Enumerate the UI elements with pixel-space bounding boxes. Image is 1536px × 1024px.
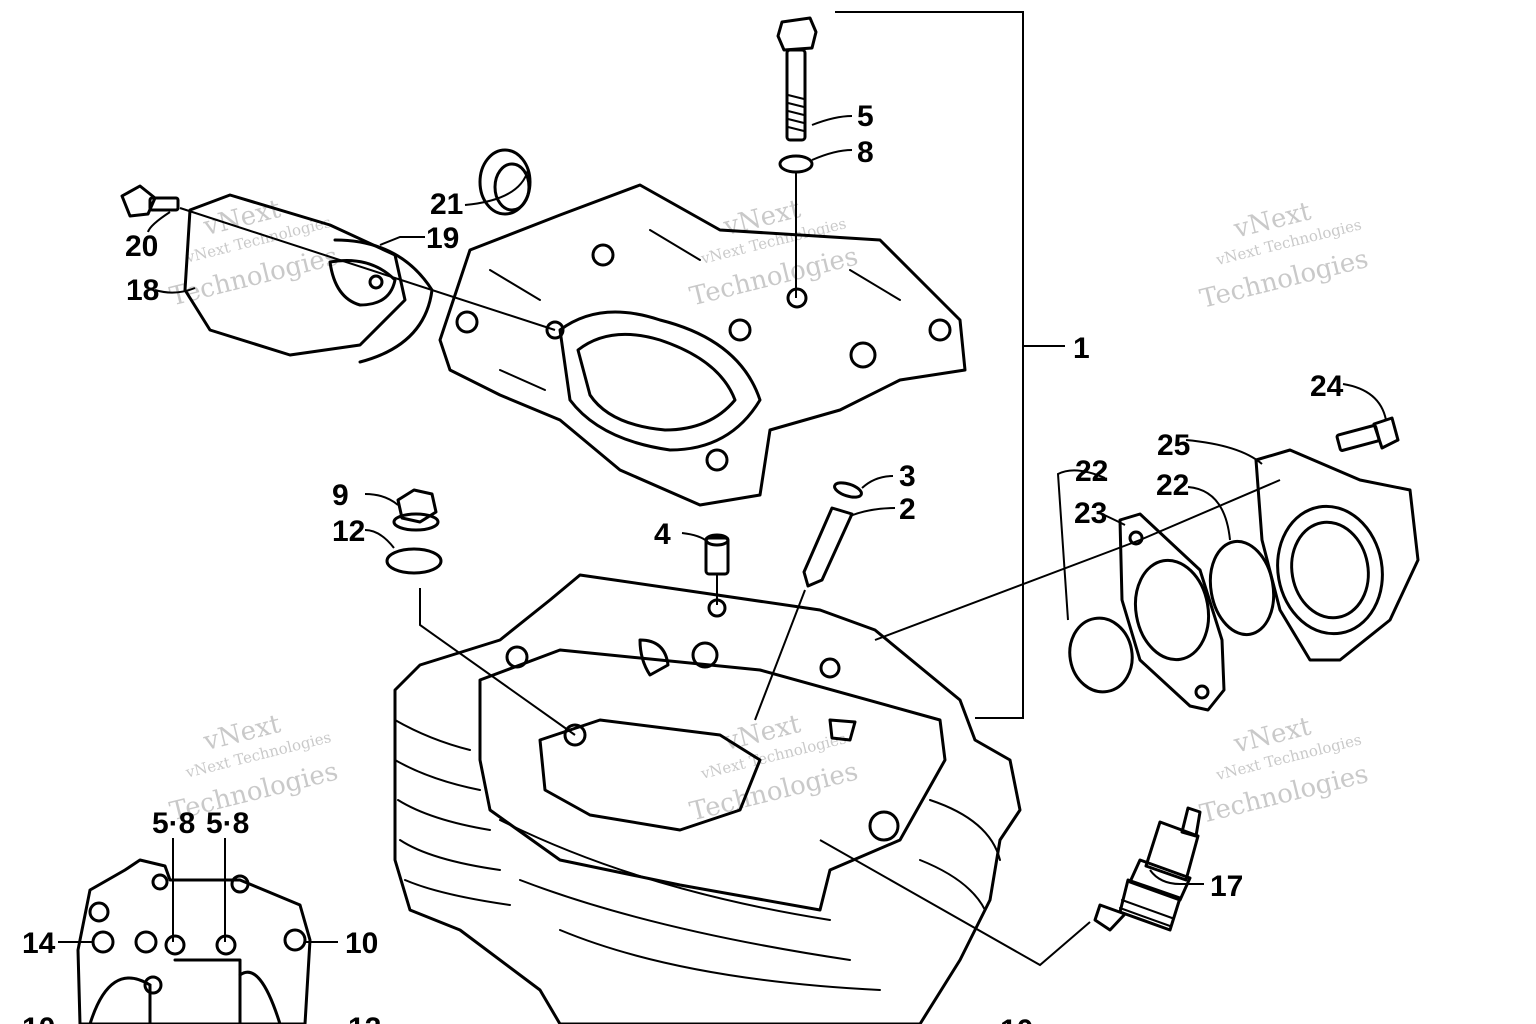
callout-10-bottom-right: 10 [1000, 1014, 1033, 1024]
intake-bolt [1335, 416, 1400, 452]
callout-22-outer: 22 [1156, 469, 1189, 502]
nut-washer [385, 547, 443, 575]
callout-23: 23 [1074, 497, 1107, 530]
callout-19: 19 [426, 222, 459, 255]
bolt-washer [778, 154, 814, 174]
callout-22-inner: 22 [1075, 455, 1108, 488]
head-bolt [776, 16, 818, 142]
callout-14: 14 [22, 927, 56, 960]
callout-8: 8 [857, 136, 874, 169]
flange-nut [392, 488, 440, 532]
head-top-view [76, 858, 312, 1024]
oil-jet-axis-line [754, 589, 806, 721]
cover-axis-line [179, 207, 556, 331]
callout-leaders [58, 115, 1387, 943]
callout-17: 17 [1210, 870, 1243, 903]
intake-pipe [1254, 448, 1420, 662]
callout-5-8-right: 5·8 [206, 807, 249, 840]
callout-12: 12 [332, 515, 365, 548]
callout-10-bottom-left: 10 [22, 1012, 55, 1024]
spark-plug-axis-line [819, 839, 1091, 967]
callout-18: 18 [126, 274, 159, 307]
callout-5: 5 [857, 100, 874, 133]
dowel-pin [704, 533, 730, 576]
callout-10: 10 [345, 927, 378, 960]
callout-24: 24 [1310, 370, 1344, 403]
nut-axis-line [419, 588, 576, 736]
oil-jet [802, 506, 854, 588]
callout-1: 1 [1073, 332, 1090, 365]
callout-labels: 1 5 8 21 19 20 18 9 12 4 3 2 22 22 23 24… [22, 100, 1344, 1024]
rocker-cover [438, 183, 967, 507]
callout-9: 9 [332, 479, 349, 512]
assembly-bracket [835, 11, 1065, 719]
oil-jet-o-ring [833, 481, 863, 499]
oil-seal [478, 148, 532, 216]
callout-12-bottom: 12 [348, 1012, 381, 1024]
intake-spacer [1118, 512, 1226, 712]
cover-bolt [120, 184, 180, 218]
intake-axis-line [874, 479, 1281, 641]
callout-3: 3 [899, 460, 916, 493]
callout-4: 4 [654, 518, 671, 551]
cylinder-head [393, 573, 1022, 1024]
spark-plug [1093, 806, 1202, 932]
callout-21: 21 [430, 188, 463, 221]
callout-20: 20 [125, 230, 158, 263]
intake-o-ring-outer [1208, 539, 1276, 637]
intake-o-ring-inner [1068, 616, 1134, 694]
callout-5-8-left: 5·8 [152, 807, 195, 840]
tappet-cover [183, 193, 407, 357]
callout-2: 2 [899, 493, 916, 526]
callout-25: 25 [1157, 429, 1190, 462]
